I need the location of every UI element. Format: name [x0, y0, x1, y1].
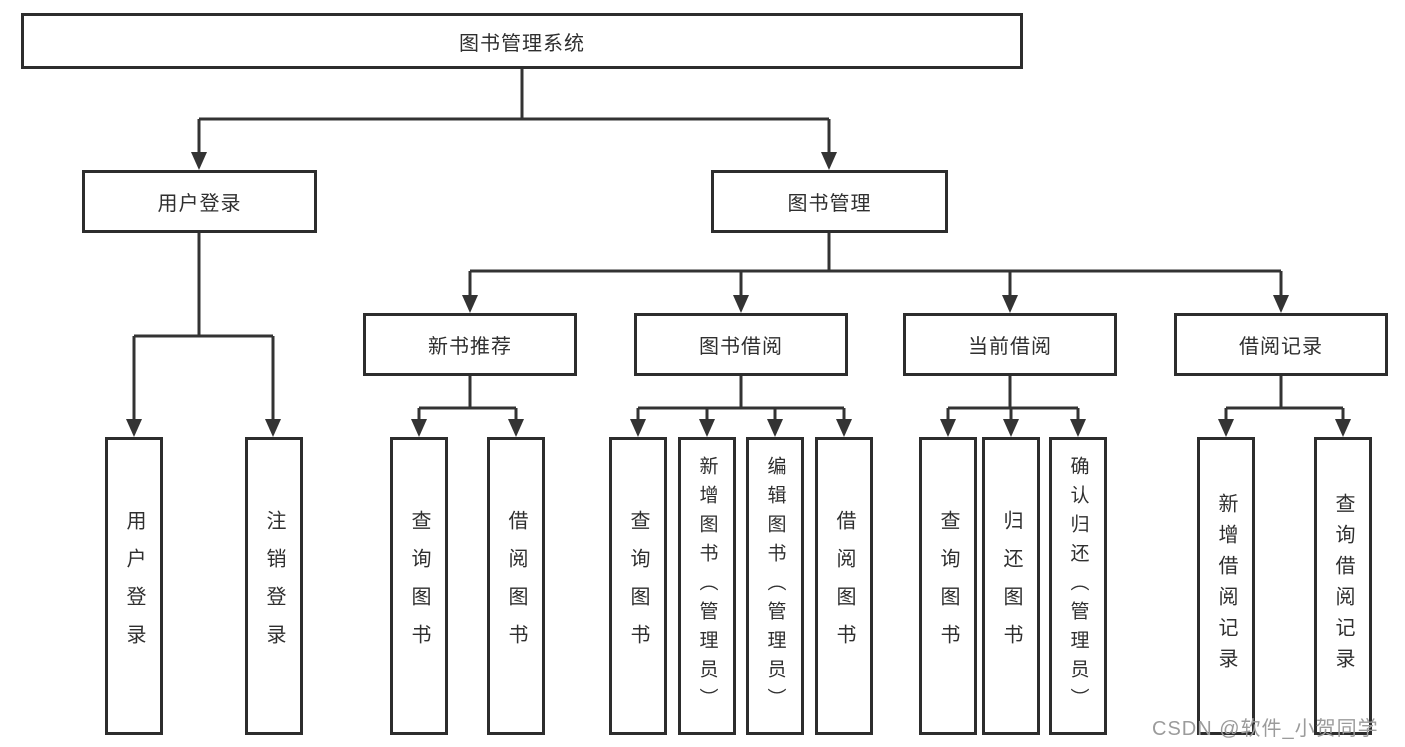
node-label: 查询图书 [937, 510, 959, 662]
leaf-add-borrow-record: 新增借阅记录 [1197, 437, 1255, 735]
node-label: 编辑图书（管理员） [764, 455, 786, 717]
leaf-query-borrow-record: 查询借阅记录 [1314, 437, 1372, 735]
node-current-borrow: 当前借阅 [903, 313, 1117, 376]
node-label: 新增图书（管理员） [696, 455, 718, 717]
node-label: 归还图书 [1000, 510, 1022, 662]
leaf-query-books-2: 查询图书 [609, 437, 667, 735]
node-label: 查询图书 [408, 510, 430, 662]
node-label: 借阅图书 [833, 510, 855, 662]
connector-trunks [134, 69, 1343, 410]
leaf-user-login: 用户登录 [105, 437, 163, 735]
node-borrow-records: 借阅记录 [1174, 313, 1388, 376]
node-label: 借阅记录 [1239, 336, 1323, 358]
leaf-add-book-admin: 新增图书（管理员） [678, 437, 736, 735]
leaf-borrow-books-2: 借阅图书 [815, 437, 873, 735]
node-label: 注销登录 [263, 510, 285, 662]
node-label: 图书管理系统 [459, 32, 585, 55]
node-user-login: 用户登录 [82, 170, 317, 233]
node-label: 用户登录 [123, 510, 145, 662]
node-book-borrow: 图书借阅 [634, 313, 848, 376]
node-label: 当前借阅 [968, 336, 1052, 358]
node-label: 确认归还（管理员） [1067, 455, 1089, 717]
leaf-borrow-books-1: 借阅图书 [487, 437, 545, 735]
node-label: 查询图书 [627, 510, 649, 662]
node-label: 新书推荐 [428, 336, 512, 358]
leaf-edit-book-admin: 编辑图书（管理员） [746, 437, 804, 735]
leaf-return-book: 归还图书 [982, 437, 1040, 735]
node-root: 图书管理系统 [21, 13, 1023, 69]
csdn-watermark: CSDN @软件_小贺同学 [1152, 718, 1379, 740]
leaf-confirm-return-admin: 确认归还（管理员） [1049, 437, 1107, 735]
leaf-logout-login: 注销登录 [245, 437, 303, 735]
node-new-book-recommend: 新书推荐 [363, 313, 577, 376]
node-label: 查询借阅记录 [1332, 493, 1354, 679]
node-label: 借阅图书 [505, 510, 527, 662]
node-label: 用户登录 [157, 193, 242, 215]
node-label: 图书管理 [787, 193, 872, 215]
node-label: 图书借阅 [699, 336, 783, 358]
node-label: 新增借阅记录 [1215, 493, 1237, 679]
node-book-management: 图书管理 [711, 170, 948, 233]
leaf-query-books-1: 查询图书 [390, 437, 448, 735]
leaf-query-books-3: 查询图书 [919, 437, 977, 735]
